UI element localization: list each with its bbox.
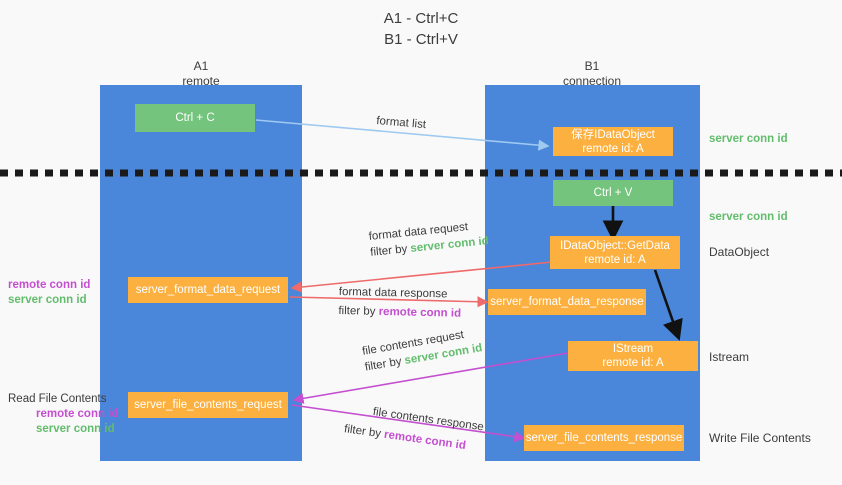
right-label-istream: Istream (709, 350, 750, 364)
filter-prefix: filter by (369, 242, 412, 259)
annotation-file-contents-request: file contents request filter by server c… (361, 324, 484, 375)
box-save-idataobject[interactable]: 保存IDataObject remote id: A (553, 127, 673, 156)
lane-a1-header: A1 remote (101, 59, 301, 89)
title-line-2: B1 - Ctrl+V (384, 31, 458, 48)
box-idataobject-getdata[interactable]: IDataObject::GetData remote id: A (550, 236, 680, 269)
box-server-file-contents-response[interactable]: server_file_contents_response (524, 425, 684, 451)
box-server-format-data-response-label: server_format_data_response (490, 296, 644, 308)
lane-b1-subtitle: connection (562, 74, 622, 88)
box-idataobject-getdata-line2: remote id: A (584, 253, 646, 266)
annotation-file-contents-response: file contents response filter by remote … (343, 404, 485, 456)
box-save-idataobject-line1: 保存IDataObject (571, 128, 655, 141)
box-istream-line1: IStream (612, 343, 654, 355)
left-label-conn-ids-format: remote conn id server conn id (8, 278, 90, 308)
box-server-format-data-request[interactable]: server_format_data_request (128, 277, 288, 303)
box-istream[interactable]: IStream remote id: A (568, 341, 698, 371)
box-idataobject-getdata-line1: IDataObject::GetData (560, 239, 670, 252)
filter-value-remote-conn-id: remote conn id (378, 305, 462, 320)
filter-value-remote-conn-id: remote conn id (383, 428, 467, 453)
lane-a1-title: A1 (193, 59, 209, 73)
box-ctrl-c-label: Ctrl + C (175, 112, 215, 124)
right-label-dataobject: DataObject (709, 245, 770, 259)
box-istream-line2: remote id: A (602, 357, 664, 369)
annotation-format-data-response-filter: filter by remote conn id (338, 303, 461, 322)
lane-b1-title: B1 (584, 59, 600, 73)
box-server-file-contents-response-label: server_file_contents_response (525, 432, 683, 444)
annotation-format-data-request: format data request filter by server con… (368, 217, 489, 261)
box-ctrl-c[interactable]: Ctrl + C (135, 104, 255, 132)
right-label-write-file-contents: Write File Contents (709, 431, 811, 445)
left-label-read-file-contents-group: Read File Contents remote conn id server… (8, 392, 118, 437)
box-ctrl-v[interactable]: Ctrl + V (553, 180, 673, 206)
annotation-format-list: format list (376, 113, 427, 133)
annotation-format-data-response: format data response filter by remote co… (338, 284, 461, 322)
lane-b1-header: B1 connection (492, 59, 692, 89)
filter-prefix: filter by (363, 355, 406, 374)
title-line-1: A1 - Ctrl+C (383, 10, 459, 27)
left-label-server-conn-id-2: server conn id (36, 423, 115, 435)
box-server-format-data-request-label: server_format_data_request (135, 284, 281, 296)
right-label-server-conn-id-top: server conn id (709, 133, 788, 145)
box-server-file-contents-request-label: server_file_contents_request (134, 399, 282, 411)
left-label-remote-conn-id-1: remote conn id (8, 279, 91, 291)
filter-prefix: filter by (343, 423, 385, 441)
box-save-idataobject-line2: remote id: A (582, 142, 644, 155)
annotation-format-list-text: format list (375, 114, 427, 132)
left-label-remote-conn-id-2: remote conn id (36, 408, 119, 420)
box-ctrl-v-label: Ctrl + V (593, 187, 633, 199)
box-server-file-contents-request[interactable]: server_file_contents_request (128, 392, 288, 418)
left-label-read-file-contents: Read File Contents (8, 393, 107, 405)
right-label-server-conn-id-mid: server conn id (709, 211, 788, 223)
filter-prefix: filter by (338, 304, 379, 318)
annotation-format-data-response-title: format data response (338, 285, 448, 301)
left-label-server-conn-id-1: server conn id (8, 294, 87, 306)
lane-a1-subtitle: remote (182, 74, 220, 88)
page-title: A1 - Ctrl+C B1 - Ctrl+V (0, 8, 842, 50)
box-server-format-data-response[interactable]: server_format_data_response (488, 289, 646, 315)
